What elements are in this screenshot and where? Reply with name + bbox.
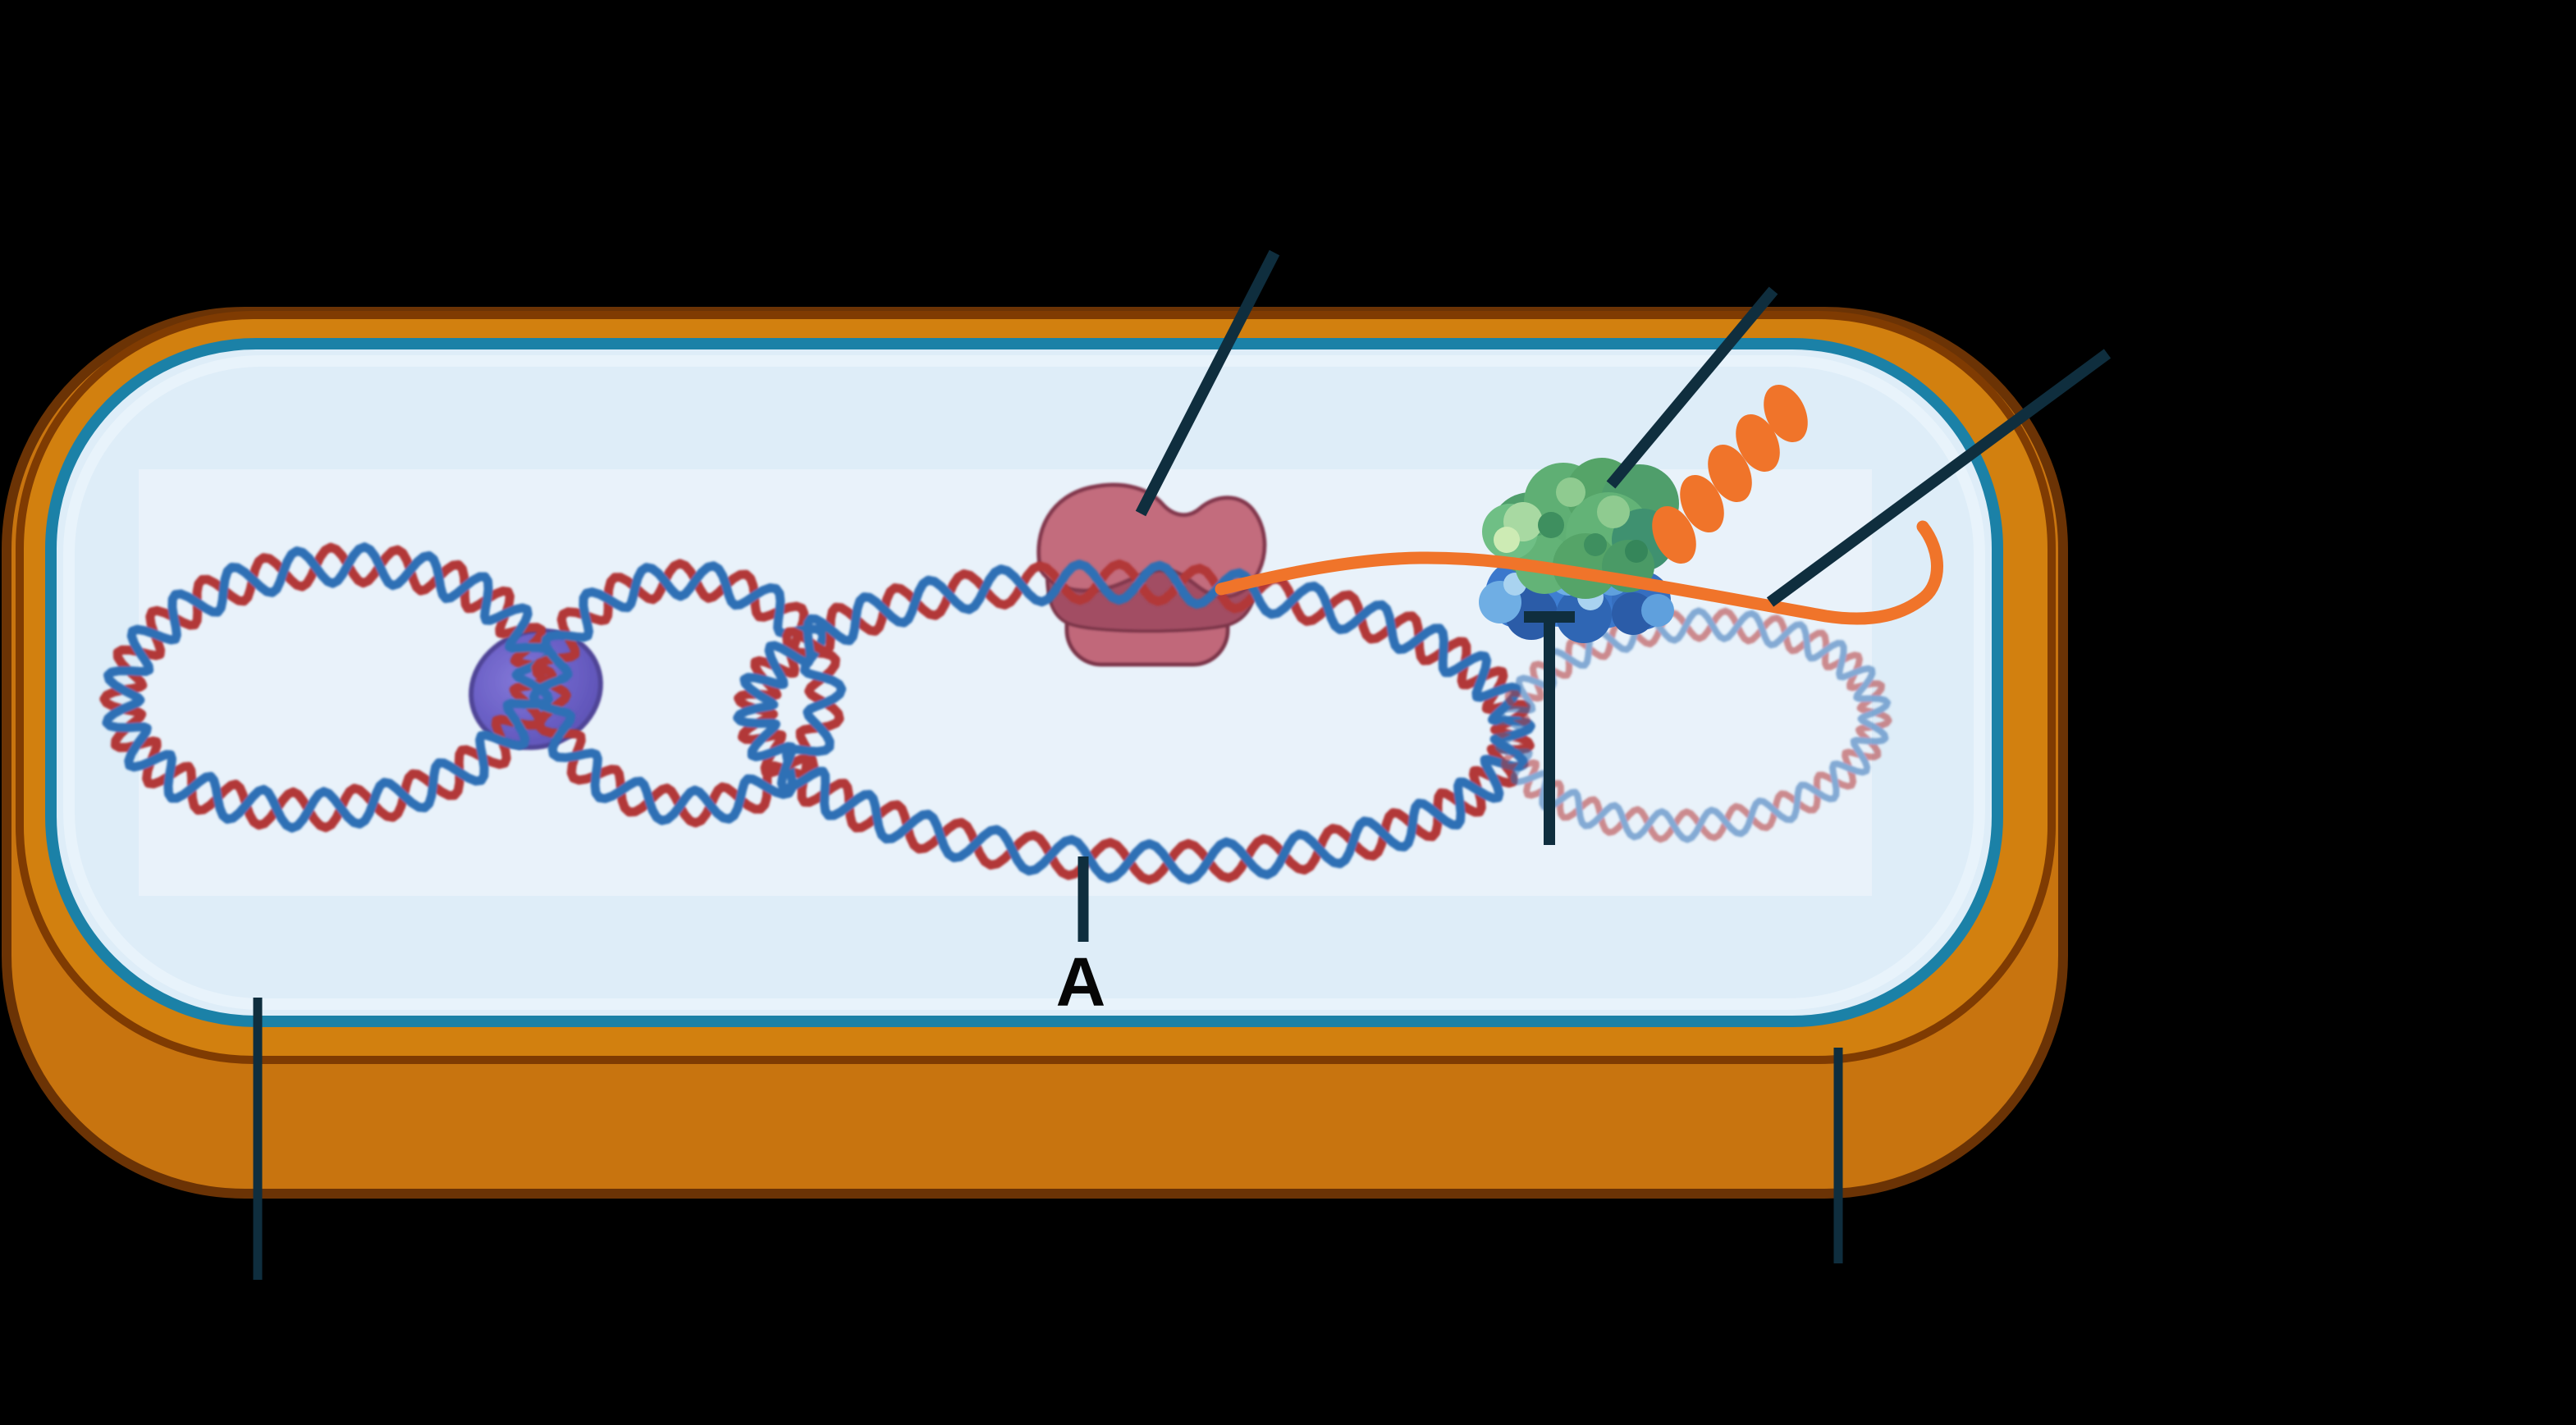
- polypeptide-bead-2: [1680, 474, 1724, 533]
- ribosome-tbar-pointer-line: [1524, 611, 1575, 845]
- membrane-inner-highlight: [63, 355, 1985, 1010]
- polypeptide-bead-3: [1708, 444, 1752, 503]
- plasmid-loop-right-blue-strand: [1495, 607, 1891, 843]
- nucleoid-loop-central-blue-strand: [733, 559, 1535, 884]
- plasmid-loop-right: [1494, 607, 1892, 843]
- polypeptide-bead-5: [1764, 384, 1808, 443]
- nucleoid-loop-small: [528, 559, 847, 828]
- polypeptide-bead-4: [1736, 413, 1780, 473]
- label-a: A: [1056, 943, 1106, 1021]
- rna-polymerase-pointer-line: [1135, 249, 1280, 517]
- nucleoid-loop-central: [733, 559, 1535, 884]
- nucleoid-loop-small-blue-strand: [528, 561, 847, 825]
- dna-double-helix: [99, 542, 1892, 884]
- mrna-pointer-line: [1766, 349, 2112, 607]
- polypeptide-chain: [1652, 384, 1808, 564]
- mrna-strand: [1215, 520, 1943, 625]
- ribosome-large-subunit: [1482, 458, 1679, 599]
- nucleoid-loop-left-blue-strand: [102, 542, 555, 833]
- ribosome-pointer-line: [1606, 286, 1778, 489]
- polypeptide-bead-1: [1652, 505, 1696, 564]
- pointer-lines: [253, 249, 2112, 1280]
- nucleoid-loop-left: [99, 542, 557, 833]
